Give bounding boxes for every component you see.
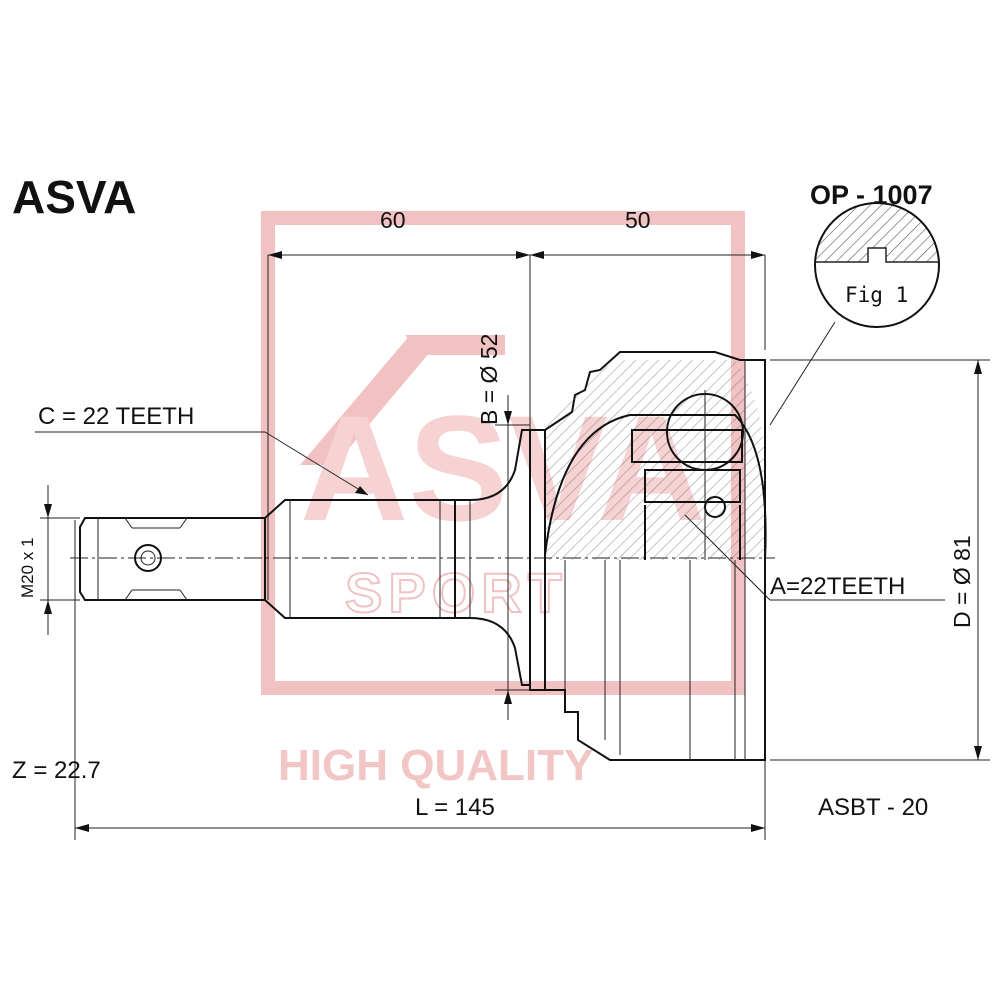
- inner-hole: [704, 496, 726, 518]
- top-dimensions: 60 50: [267, 207, 766, 600]
- outer-spline-label: C = 22 TEETH: [38, 403, 194, 430]
- dim-z-value: Z = 22.7: [12, 757, 101, 784]
- length-dimension: L = 145 Z = 22.7: [12, 520, 766, 840]
- fig1-circle: [814, 202, 940, 328]
- thread-stub: [79, 517, 266, 601]
- watermark-wing-left: [300, 335, 430, 465]
- part-outline: [79, 351, 767, 761]
- watermark-wing-top: [405, 335, 505, 355]
- dim-overall-length: L = 145: [415, 794, 495, 821]
- brand-title: ASVA: [12, 171, 136, 223]
- spline-callouts: C = 22 TEETH A=22TEETH: [35, 403, 945, 601]
- d-diameter-dimension: D = Ø 81: [770, 359, 990, 761]
- ball-cage: [631, 429, 743, 463]
- dim-d-diameter: D = Ø 81: [949, 535, 975, 628]
- fig1-leader: [769, 321, 836, 426]
- dim-thread: M20 x 1: [18, 538, 37, 598]
- fig1-label: Fig 1: [845, 283, 908, 307]
- dim-cup-length: 50: [625, 207, 651, 233]
- b-diameter-dimension: B = Ø 52: [476, 334, 530, 720]
- dim-shaft-length: 60: [380, 207, 406, 233]
- inner-race: [644, 469, 741, 503]
- section-hatch: [545, 360, 766, 560]
- inner-spline-label: A=22TEETH: [770, 573, 905, 600]
- thread-dimension: M20 x 1: [18, 485, 80, 635]
- splined-shaft: [264, 499, 456, 619]
- dim-b-diameter: B = Ø 52: [476, 334, 502, 425]
- series-code: ASBT - 20: [818, 794, 928, 821]
- watermark-sport: SPORT: [345, 561, 568, 624]
- watermark-tagline: HIGH QUALITY: [278, 741, 593, 790]
- cotter-hole: [134, 544, 162, 572]
- fig1-detail: Fig 1: [769, 202, 940, 426]
